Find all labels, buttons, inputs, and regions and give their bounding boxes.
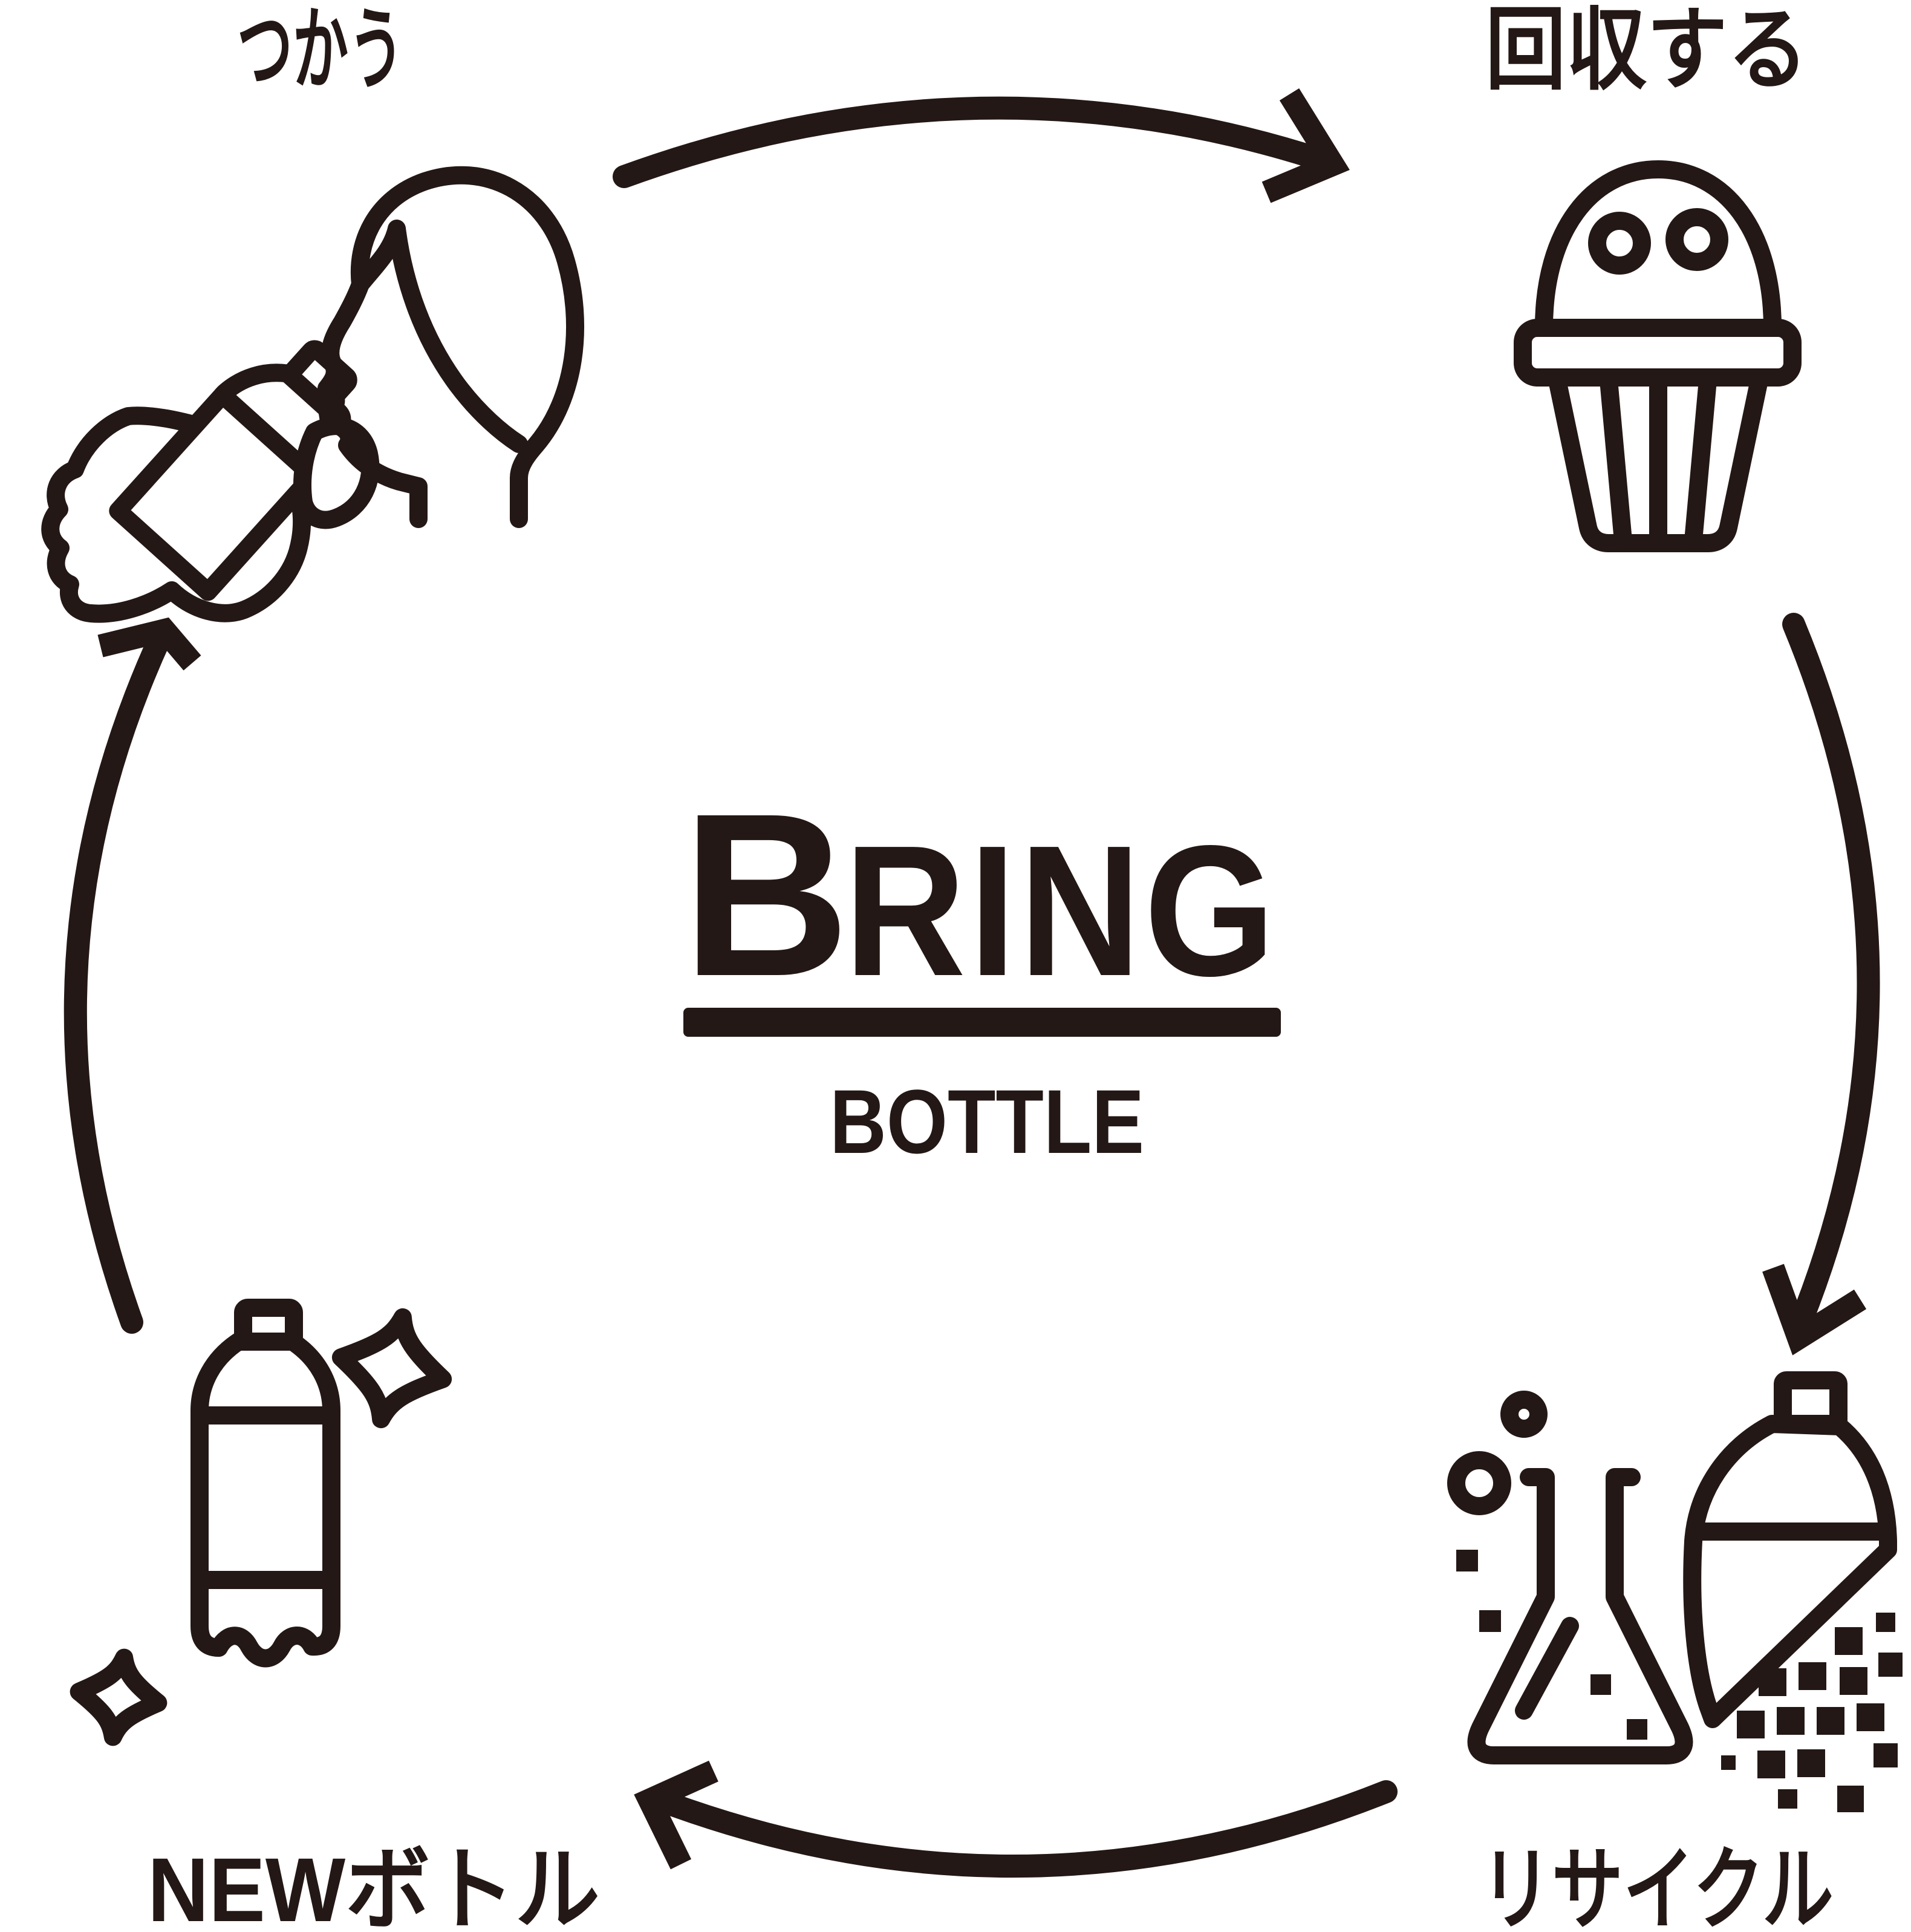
flask-inner-particles [1590, 1674, 1647, 1740]
arrow-arc [613, 96, 1340, 188]
person-drinking-bottle-icon [41, 166, 585, 623]
flask [1467, 1468, 1693, 1764]
logo-bottle-subtitle: BOTTLE [830, 1071, 1144, 1172]
bring-bottle-logo: B RING BOTTLE [682, 765, 1281, 1172]
bubble-particles [1456, 1550, 1501, 1632]
logo-underline [683, 1008, 1281, 1037]
cycle-arrow-use-to-collect [613, 88, 1350, 203]
arrow-arc [645, 1780, 1398, 1878]
arrow-arc [1782, 613, 1880, 1342]
sparkling-new-bottle-icon [70, 1299, 452, 1746]
bin-hole-right [1665, 208, 1728, 271]
bin-slat-line [1600, 371, 1632, 550]
curled-finger [293, 417, 380, 529]
bin-hole-left [1588, 212, 1651, 275]
hair-line [351, 220, 528, 453]
cycle-arrow-collect-to-recycle [1762, 613, 1880, 1356]
step-label-use: つかう [237, 0, 404, 100]
dissolving-bottle-body [1683, 1415, 1897, 1728]
pellet-pixels [1721, 1613, 1903, 1812]
step-label-collect: 回収する [1485, 0, 1808, 100]
arrow-arc [63, 625, 172, 1334]
arrow-head-icon [1762, 1264, 1867, 1356]
logo-bring-rest: RING [844, 807, 1278, 1015]
chemical-recycling-icon [1447, 1371, 1903, 1812]
sparkle-icon [331, 1308, 452, 1429]
bin-dome [1535, 160, 1782, 337]
collection-bin-icon [1514, 160, 1802, 552]
arrow-head-icon [1262, 88, 1350, 203]
cycle-arrow-recycle-to-new-bottle [634, 1760, 1398, 1878]
cycle-arrow-new-bottle-to-use [63, 617, 201, 1334]
bin-lid-band [1514, 319, 1802, 387]
bin-slat-line [1684, 371, 1717, 550]
bubble-icon [1447, 1451, 1511, 1515]
new-bottle-body [190, 1333, 340, 1668]
step-label-new-bottle: NEWボトル [148, 1839, 600, 1932]
step-label-recycle: リサイクル [1480, 1839, 1834, 1932]
dissolving-bottle [1683, 1371, 1903, 1812]
flask-liquid-line [1515, 1617, 1579, 1720]
head-profile [317, 166, 585, 528]
sparkle-icon [70, 1648, 168, 1746]
arrow-head-icon [634, 1760, 718, 1870]
logo-bring-initial: B [682, 765, 850, 1025]
bubble-icon [1500, 1391, 1548, 1438]
arrow-head-icon [97, 617, 201, 671]
